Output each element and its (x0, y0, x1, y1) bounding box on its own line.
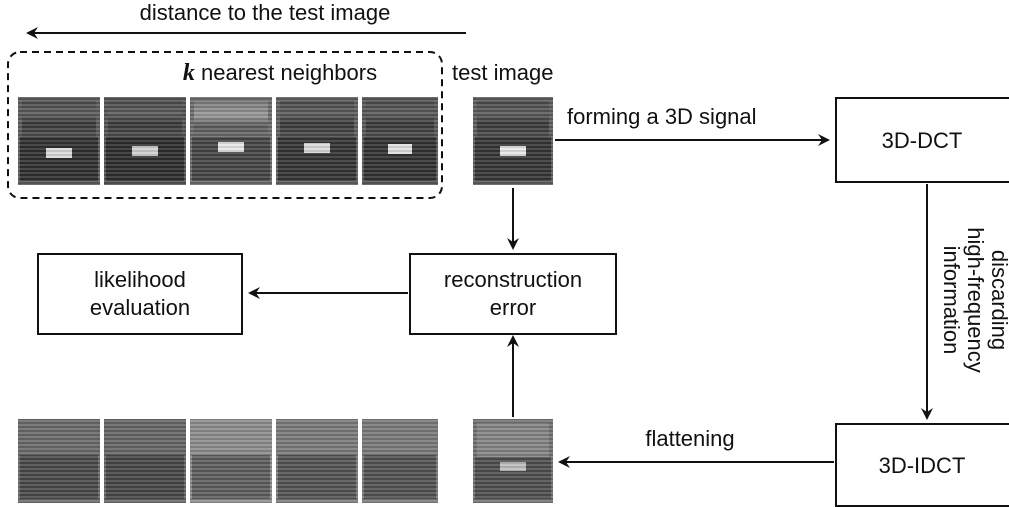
reconstructed-neighbor-image (362, 419, 438, 503)
neighbor-image (190, 97, 272, 185)
discarding-line-1: discarding (987, 250, 1009, 350)
discarding-label: discarding high-frequency information (939, 227, 1009, 373)
distance-label: distance to the test image (140, 0, 391, 25)
neighbor-images (18, 97, 438, 185)
test-image-label: test image (452, 60, 554, 85)
neighbor-image (362, 97, 438, 185)
reconstructed-test-image (473, 419, 553, 503)
test-image (473, 97, 553, 185)
forming-label: forming a 3D signal (567, 104, 757, 129)
likelihood-line-1: likelihood (94, 267, 186, 292)
reconstructed-neighbor-images (18, 419, 438, 503)
reconstruction-error-box (409, 253, 617, 335)
neighbors-label: nearest neighbors (195, 60, 377, 85)
dct-label: 3D-DCT (882, 128, 963, 153)
reconstructed-neighbor-image (104, 419, 186, 503)
neighbor-image (18, 97, 100, 185)
discarding-line-2: high-frequency (963, 227, 988, 373)
reconstruction-line-2: error (490, 295, 536, 320)
likelihood-evaluation-box (37, 253, 243, 335)
flattening-label: flattening (645, 426, 734, 451)
reconstructed-neighbor-image (190, 419, 272, 503)
k-symbol: k (183, 60, 195, 86)
neighbors-container (7, 51, 443, 199)
likelihood-line-2: evaluation (90, 295, 190, 320)
discarding-line-3: information (939, 246, 964, 355)
idct-box (835, 423, 1009, 507)
neighbor-image (276, 97, 358, 185)
reconstruction-line-1: reconstruction (444, 267, 582, 292)
dct-box (835, 97, 1009, 183)
reconstructed-neighbor-image (18, 419, 100, 503)
idct-label: 3D-IDCT (879, 453, 966, 478)
reconstructed-neighbor-image (276, 419, 358, 503)
neighbor-image (104, 97, 186, 185)
neighbors-title: k nearest neighbors (183, 60, 377, 86)
